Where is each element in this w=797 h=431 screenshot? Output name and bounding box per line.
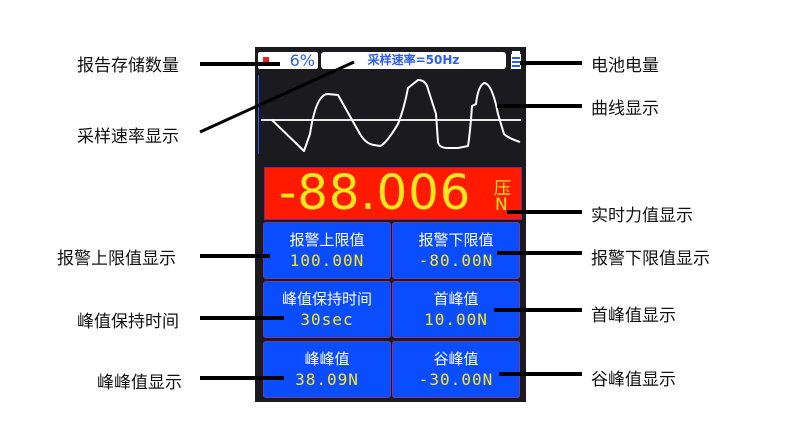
cell-label: 谷峰值 (433, 350, 479, 368)
leader-line (200, 254, 270, 258)
sampling-rate-display: 采样速率=50Hz (321, 52, 506, 69)
first-peak-cell[interactable]: 首峰值 10.00N (392, 281, 520, 338)
device-screen: 6% 采样速率=50Hz -88.006 压 N 报警上限值 100.00N 报… (255, 47, 526, 402)
peak-to-peak-cell[interactable]: 峰峰值 38.09N (263, 341, 391, 398)
battery-icon (511, 51, 521, 69)
storage-icon (263, 57, 269, 65)
leader-line (200, 62, 280, 66)
caption-sampling-rate: 采样速率显示 (77, 127, 179, 147)
force-direction: 压 (494, 179, 511, 199)
leader-line (200, 316, 284, 320)
caption-realtime-force: 实时力值显示 (591, 206, 693, 226)
cell-label: 报警下限值 (418, 231, 494, 249)
cell-value: 10.00N (424, 310, 488, 329)
caption-first-peak: 首峰值显示 (591, 306, 676, 326)
cell-label: 首峰值 (433, 290, 479, 308)
report-storage-value: 6% (289, 51, 315, 70)
waveform-curve (258, 75, 521, 154)
caption-alarm-upper: 报警上限值显示 (57, 249, 176, 269)
cell-value: 30sec (300, 310, 354, 329)
peak-hold-time-cell[interactable]: 峰值保持时间 30sec (263, 281, 391, 338)
alarm-lower-limit-cell[interactable]: 报警下限值 -80.00N (392, 222, 520, 279)
caption-report-storage: 报告存储数量 (77, 56, 179, 76)
caption-peak-to-peak: 峰峰值显示 (97, 373, 182, 393)
leader-line (494, 308, 582, 312)
valley-peak-cell[interactable]: 谷峰值 -30.00N (392, 341, 520, 398)
cell-value: -30.00N (418, 370, 494, 389)
caption-peak-hold-time: 峰值保持时间 (77, 312, 179, 332)
cell-label: 峰值保持时间 (281, 290, 372, 308)
cell-value: 38.09N (295, 370, 359, 389)
realtime-force-panel: -88.006 压 N (264, 165, 522, 221)
caption-battery: 电池电量 (591, 56, 659, 76)
caption-curve: 曲线显示 (591, 99, 659, 119)
status-bar: 6% 采样速率=50Hz (255, 49, 526, 71)
alarm-upper-limit-cell[interactable]: 报警上限值 100.00N (263, 222, 391, 279)
force-unit: N (495, 195, 508, 215)
caption-alarm-lower: 报警下限值显示 (591, 249, 710, 269)
leader-line (520, 61, 582, 65)
cell-value: -80.00N (418, 251, 494, 270)
leader-line (200, 376, 284, 380)
realtime-force-value: -88.006 (279, 165, 472, 221)
leader-line (497, 251, 582, 255)
leader-line (497, 104, 582, 108)
cell-value: 100.00N (289, 251, 365, 270)
leader-line (499, 372, 582, 376)
leader-line (199, 60, 355, 134)
leader-line (507, 210, 582, 214)
cell-label: 峰峰值 (304, 350, 350, 368)
cell-label: 报警上限值 (289, 231, 365, 249)
caption-valley-peak: 谷峰值显示 (591, 370, 676, 390)
